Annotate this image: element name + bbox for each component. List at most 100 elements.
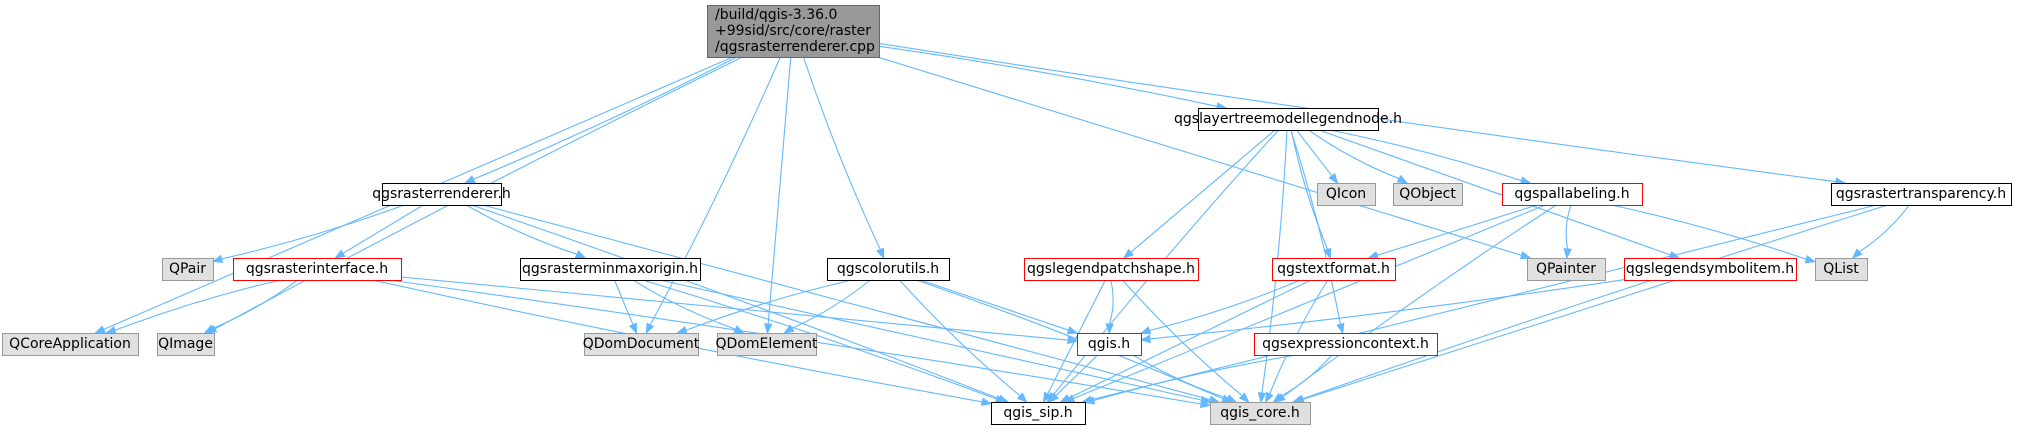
node-QPair[interactable]: QPair	[162, 258, 214, 281]
edge-arrowhead-qgslayertreemodellegendnode_h-to-qgis_core_h	[1257, 392, 1267, 404]
node-box-QPair[interactable]	[162, 258, 214, 281]
edge-qgsrasterminmaxorigin_h-to-QDomDocument	[613, 279, 634, 325]
node-qgstextformat_h[interactable]: qgstextformat.h	[1272, 258, 1396, 281]
edge-arrowhead-qgscolorutils_h-to-QDomElement	[783, 324, 795, 334]
edge-root-to-qgslayertreemodellegendnode_h	[878, 45, 1218, 107]
edge-qgsrasterinterface_h-to-QCoreApplication	[114, 279, 281, 331]
edge-arrowhead-qgslayertreemodellegendnode_h-to-QObject	[1396, 174, 1409, 184]
edge-arrowhead-qgstextformat_h-to-qgis_sip_h	[1059, 394, 1071, 403]
edge-qgstextformat_h-to-qgis_h	[1149, 279, 1301, 332]
edge-qgis_h-to-qgis_sip_h	[1055, 354, 1099, 397]
edge-arrowhead-qgslegendpatchshape_h-to-qgis_core_h	[1238, 392, 1250, 403]
edge-arrowhead-qgsrasterminmaxorigin_h-to-QDomElement	[733, 325, 745, 334]
edge-arrowhead-qgsexpressioncontext_h-to-qgis_core_h	[1272, 392, 1284, 403]
node-QObject[interactable]: QObject	[1393, 183, 1463, 206]
node-box-qgslegendpatchshape_h[interactable]	[1024, 258, 1199, 281]
edge-arrowhead-root-to-QDomDocument	[645, 322, 655, 335]
edge-qgsrasterinterface_h-to-QImage	[212, 279, 299, 330]
nodes-layer: /build/qgis-3.36.0+99sid/src/core/raster…	[2, 5, 2012, 425]
node-qgspallabeling_h[interactable]: qgspallabeling.h	[1502, 183, 1643, 206]
node-QDomDocument[interactable]: QDomDocument	[583, 333, 700, 356]
node-box-qgslayertreemodellegendnode_h[interactable]	[1198, 108, 1379, 131]
edge-arrowhead-qgsrasterinterface_h-to-qgis_sip_h	[980, 397, 993, 406]
edge-arrowhead-qgis_h-to-qgis_sip_h	[1048, 392, 1060, 403]
edge-qgslayertreemodellegendnode_h-to-qgspallabeling_h	[1329, 129, 1522, 182]
node-qgscolorutils_h[interactable]: qgscolorutils.h	[827, 258, 950, 281]
node-qgis_sip_h[interactable]: qgis_sip.h	[991, 402, 1086, 425]
edge-qgsexpressioncontext_h-to-qgis_core_h	[1280, 354, 1333, 397]
node-box-QDomElement[interactable]	[717, 333, 817, 356]
node-qgslegendsymbolitem_h[interactable]: qgslegendsymbolitem.h	[1624, 258, 1797, 281]
edge-qgsrasterminmaxorigin_h-to-QDomElement	[632, 279, 736, 330]
edge-qgstextformat_h-to-qgis_sip_h	[1068, 279, 1312, 399]
node-label-QPair: QPair	[169, 261, 206, 277]
edge-qgspallabeling_h-to-QList	[1611, 204, 1807, 260]
edge-qgslayertreemodellegendnode_h-to-QObject	[1308, 129, 1400, 180]
node-qgis_core_h[interactable]: qgis_core.h	[1210, 402, 1311, 425]
edge-arrowhead-qgspallabeling_h-to-QList	[1804, 255, 1817, 264]
edge-arrowhead-qgslegendsymbolitem_h-to-qgis_h	[1139, 334, 1151, 344]
node-box-qgsrasterinterface_h[interactable]	[233, 258, 402, 281]
edge-arrowhead-qgsrastertransparency_h-to-qgis_core_h	[1291, 394, 1304, 404]
node-box-qgspallabeling_h[interactable]	[1502, 183, 1643, 206]
edge-qgslegendsymbolitem_h-to-qgis_core_h	[1302, 279, 1676, 400]
node-box-QDomDocument[interactable]	[584, 333, 699, 356]
edge-qgslegendpatchshape_h-to-qgis_sip_h	[1047, 279, 1106, 395]
node-QIcon[interactable]: QIcon	[1317, 183, 1376, 206]
node-QDomElement[interactable]: QDomElement	[716, 333, 818, 356]
node-box-qgscolorutils_h[interactable]	[827, 258, 950, 281]
node-qgsexpressioncontext_h[interactable]: qgsexpressioncontext.h	[1254, 333, 1438, 356]
node-label-QImage: QImage	[158, 336, 213, 352]
edge-root-to-QPainter	[877, 56, 1522, 256]
node-QList[interactable]: QList	[1815, 258, 1868, 281]
node-QCoreApplication[interactable]: QCoreApplication	[2, 333, 139, 356]
edge-arrowhead-qgslayertreemodellegendnode_h-to-qgsexpressioncontext_h	[1336, 322, 1345, 335]
edge-qgscolorutils_h-to-QDomDocument	[685, 279, 852, 331]
node-qgslegendpatchshape_h[interactable]: qgslegendpatchshape.h	[1024, 258, 1199, 281]
edge-qgis_h-to-qgis_core_h	[1132, 354, 1228, 399]
node-label-qgslegendsymbolitem_h: qgslegendsymbolitem.h	[1626, 261, 1794, 277]
node-box-qgis_core_h[interactable]	[1210, 402, 1311, 425]
node-box-QIcon[interactable]	[1317, 183, 1376, 206]
edge-qgsrastertransparency_h-to-qgis_core_h	[1301, 204, 1888, 400]
node-box-QList[interactable]	[1815, 258, 1868, 281]
node-box-qgsrasterminmaxorigin_h[interactable]	[520, 258, 701, 281]
node-label-root: +99sid/src/core/raster	[715, 23, 871, 39]
edge-qgslegendpatchshape_h-to-qgis_h	[1108, 279, 1114, 325]
edge-arrowhead-qgstextformat_h-to-qgis_core_h	[1264, 391, 1274, 404]
node-box-qgsrasterrenderer_h[interactable]	[382, 183, 502, 206]
node-label-QDomElement: QDomElement	[716, 336, 818, 352]
edge-qgslayertreemodellegendnode_h-to-qgslegendsymbolitem_h	[1318, 129, 1671, 256]
node-box-qgis_sip_h[interactable]	[991, 402, 1086, 425]
node-box-qgsexpressioncontext_h[interactable]	[1254, 333, 1438, 356]
edge-qgsrasterrenderer_h-to-qgis_sip_h	[471, 204, 1000, 400]
node-box-QImage[interactable]	[157, 333, 215, 356]
node-box-QObject[interactable]	[1393, 183, 1463, 206]
node-root[interactable]: /build/qgis-3.36.0+99sid/src/core/raster…	[707, 5, 880, 58]
node-QPainter[interactable]: QPainter	[1527, 258, 1606, 281]
edge-arrowhead-qgslayertreemodellegendnode_h-to-QIcon	[1328, 172, 1339, 185]
node-box-qgsrastertransparency_h[interactable]	[1831, 183, 2012, 206]
node-box-qgstextformat_h[interactable]	[1272, 258, 1396, 281]
node-box-root[interactable]	[707, 5, 880, 58]
edge-arrowhead-root-to-qgsrasterrenderer_h	[463, 175, 476, 184]
edge-qgsrasterminmaxorigin_h-to-qgis_sip_h	[642, 279, 997, 400]
node-qgis_h[interactable]: qgis.h	[1077, 333, 1142, 356]
node-box-QPainter[interactable]	[1527, 258, 1606, 281]
node-QImage[interactable]: QImage	[157, 333, 215, 356]
node-label-QCoreApplication: QCoreApplication	[9, 336, 131, 352]
node-box-qgis_h[interactable]	[1077, 333, 1142, 356]
node-box-qgslegendsymbolitem_h[interactable]	[1624, 258, 1797, 281]
node-box-QCoreApplication[interactable]	[2, 333, 139, 356]
edge-qgscolorutils_h-to-qgis_h	[920, 279, 1069, 331]
node-qgsrasterrenderer_h[interactable]: qgsrasterrenderer.h	[372, 183, 511, 206]
node-qgsrasterminmaxorigin_h[interactable]: qgsrasterminmaxorigin.h	[520, 258, 701, 281]
node-qgslayertreemodellegendnode_h[interactable]: qgslayertreemodellegendnode.h	[1174, 108, 1402, 131]
node-qgsrasterinterface_h[interactable]: qgsrasterinterface.h	[233, 258, 402, 281]
edge-arrowhead-qgis_h-to-qgis_core_h	[1225, 394, 1238, 403]
edge-qgsrasterrenderer_h-to-qgsrasterinterface_h	[342, 204, 424, 254]
edge-arrowhead-qgslegendpatchshape_h-to-qgis_h	[1105, 323, 1114, 335]
edge-arrowhead-qgsrasterminmaxorigin_h-to-qgis_core_h	[1200, 395, 1212, 405]
node-qgsrastertransparency_h[interactable]: qgsrastertransparency.h	[1831, 183, 2012, 206]
